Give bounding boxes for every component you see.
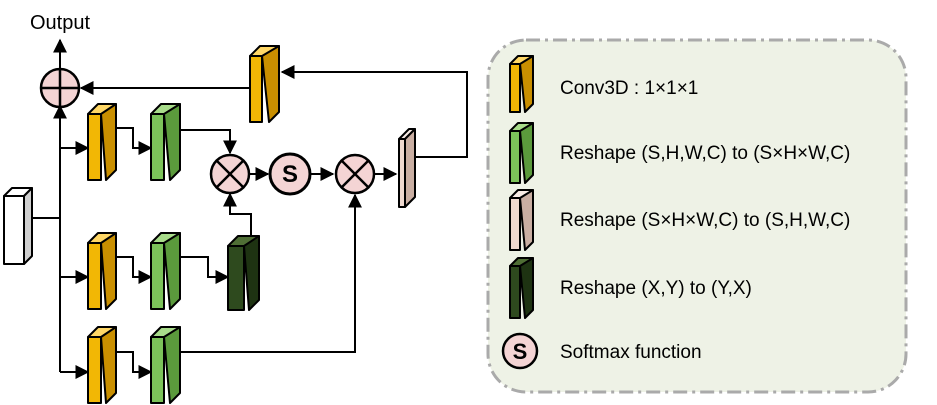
legend-label-softmax: Softmax function	[560, 342, 702, 363]
legend-label-reshape-xy: Reshape (X,Y) to (Y,X)	[560, 278, 752, 299]
multiply-node	[334, 153, 376, 195]
legend-reshape-back-icon	[509, 189, 534, 251]
reshape-shwc-block	[150, 326, 181, 404]
multiply-node	[209, 153, 251, 195]
reshape-shwc-block	[150, 103, 181, 181]
reshape-shwc-block	[150, 232, 181, 310]
add-node	[39, 67, 81, 109]
legend-label-reshape-shwc: Reshape (S,H,W,C) to (S×H×W,C)	[560, 143, 850, 164]
reshape-xy-block	[227, 235, 260, 311]
svg-text:S: S	[513, 339, 528, 364]
legend-label-reshape-back: Reshape (S×H×W,C) to (S,H,W,C)	[560, 210, 850, 231]
conv3d-block	[249, 45, 280, 123]
legend-panel	[486, 38, 908, 394]
legend-reshape-shwc-icon	[509, 122, 534, 184]
output-label: Output	[30, 12, 90, 34]
legend-softmax-icon: S	[501, 332, 539, 370]
conv3d-block	[87, 232, 117, 310]
legend-reshape-xy-icon	[509, 257, 534, 319]
reshape-back-block	[398, 128, 416, 208]
softmax-node: S	[268, 152, 312, 196]
conv3d-block	[87, 326, 117, 404]
connections	[32, 38, 468, 379]
legend-label-conv3d: Conv3D : 1×1×1	[560, 78, 698, 99]
legend-conv3d-icon	[509, 55, 534, 113]
svg-text:S: S	[282, 161, 298, 188]
conv3d-block	[87, 103, 117, 181]
input-block	[3, 187, 33, 265]
